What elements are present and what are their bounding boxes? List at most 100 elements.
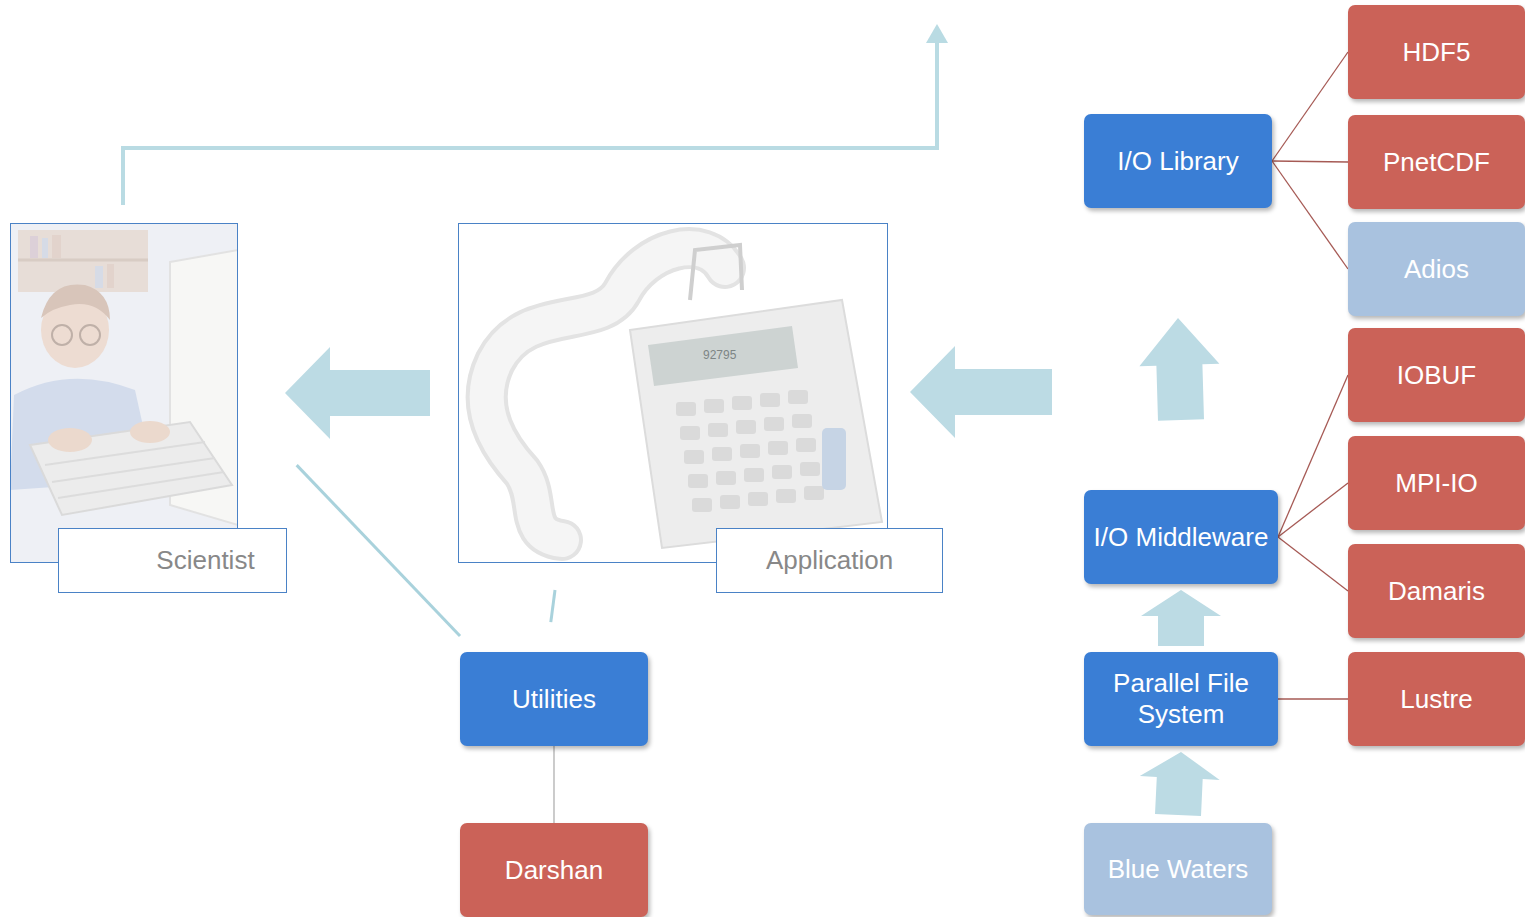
box-label: PnetCDF [1383,147,1490,178]
box-label: I/O Library [1117,146,1238,177]
calculator-key [800,462,820,476]
calculator-key [760,393,780,407]
layer-box: I/O Library [1084,114,1272,208]
calculator-key [680,426,700,440]
calculator-picture-part [690,245,742,300]
block-arrow [1139,318,1219,421]
box-label: Blue Waters [1108,854,1249,885]
scientist-picture-part [107,264,114,288]
connector [1140,752,1220,816]
calculator-key [736,420,756,434]
feedback-arrow-part [926,24,948,43]
connector-line [1278,698,1348,699]
calculator-key [792,414,812,428]
connector [1272,161,1348,269]
calculator-picture-part [630,300,882,548]
connector-line [1278,537,1348,591]
box-label: I/O Middleware [1094,522,1269,553]
scientist-picture-part [41,284,110,320]
box-label: MPI-IO [1395,468,1477,499]
calculator-key [676,402,696,416]
box-label: Damaris [1388,576,1485,607]
calculator-key [704,399,724,413]
layer-box: Utilities [460,652,648,746]
connector [554,746,555,823]
calculator-picture [458,223,888,563]
connector-line [1278,483,1348,537]
calculator-picture-part [648,326,798,386]
calculator-key [692,498,712,512]
tool-box: Darshan [460,823,648,917]
scientist-picture-part [18,259,148,262]
connector [1139,318,1219,421]
connector [1278,483,1348,537]
box-label: Parallel File System [1092,668,1270,729]
calculator-key [708,423,728,437]
connector [285,347,430,439]
connector-line [553,746,554,823]
illustration-frame: Scientist [10,223,238,563]
calculator-key [772,465,792,479]
feedback-arrow [123,24,948,205]
tool-box: IOBUF [1348,328,1525,422]
connector [1278,375,1348,537]
tool-box: Damaris [1348,544,1525,638]
box-label: Darshan [505,855,603,886]
tool-box: PnetCDF [1348,115,1525,209]
connector [287,455,460,636]
connector [1278,537,1348,591]
layer-box: I/O Middleware [1084,490,1278,584]
stack-arrow [910,346,1052,438]
calculator-key [764,417,784,431]
calculator-key [804,486,824,500]
scientist-picture-part [52,458,215,482]
connector-line [1278,375,1348,537]
frame-label-box: Scientist [58,528,287,593]
calculator-key [720,495,740,509]
frame-label: Application [766,545,893,576]
calculator-picture-part [458,223,888,563]
calculator-key [768,441,788,455]
scientist-picture-part [80,325,100,345]
calculator-key [776,489,796,503]
box-label: Utilities [512,684,596,715]
connector [1278,699,1348,700]
system-box: Blue Waters [1084,823,1272,915]
calculator-key [688,474,708,488]
scientist-picture-part [95,266,103,288]
layer-box: Parallel File System [1084,652,1278,746]
tool-box: HDF5 [1348,5,1525,99]
connector-line [1272,161,1348,269]
scientist-picture-part [30,236,38,258]
block-arrow [1140,752,1220,816]
scientist-picture-part [42,238,48,258]
calculator-keys [676,390,824,512]
block-arrow [1141,590,1221,646]
connector [1272,161,1348,162]
display-number: 92795 [703,348,736,362]
connector-line [1272,52,1348,161]
connector [549,590,555,636]
calculator-key [712,447,732,461]
calculator-key [744,468,764,482]
block-arrow [285,347,430,439]
scientist-picture-part [48,428,92,452]
scientist-picture-part [52,325,72,345]
connector [1141,590,1221,646]
feedback-arrow-part [123,40,937,205]
calculator-key [796,438,816,452]
calculator-picture-part [822,428,846,490]
calculator-key [716,471,736,485]
scientist-picture-part [130,421,170,443]
connector [1272,52,1348,161]
frame-label: Scientist [156,545,254,576]
box-label: HDF5 [1403,37,1471,68]
scientist-picture-part [30,422,232,515]
scientist-picture [10,223,238,563]
calculator-key [740,444,760,458]
calculator-key [684,450,704,464]
